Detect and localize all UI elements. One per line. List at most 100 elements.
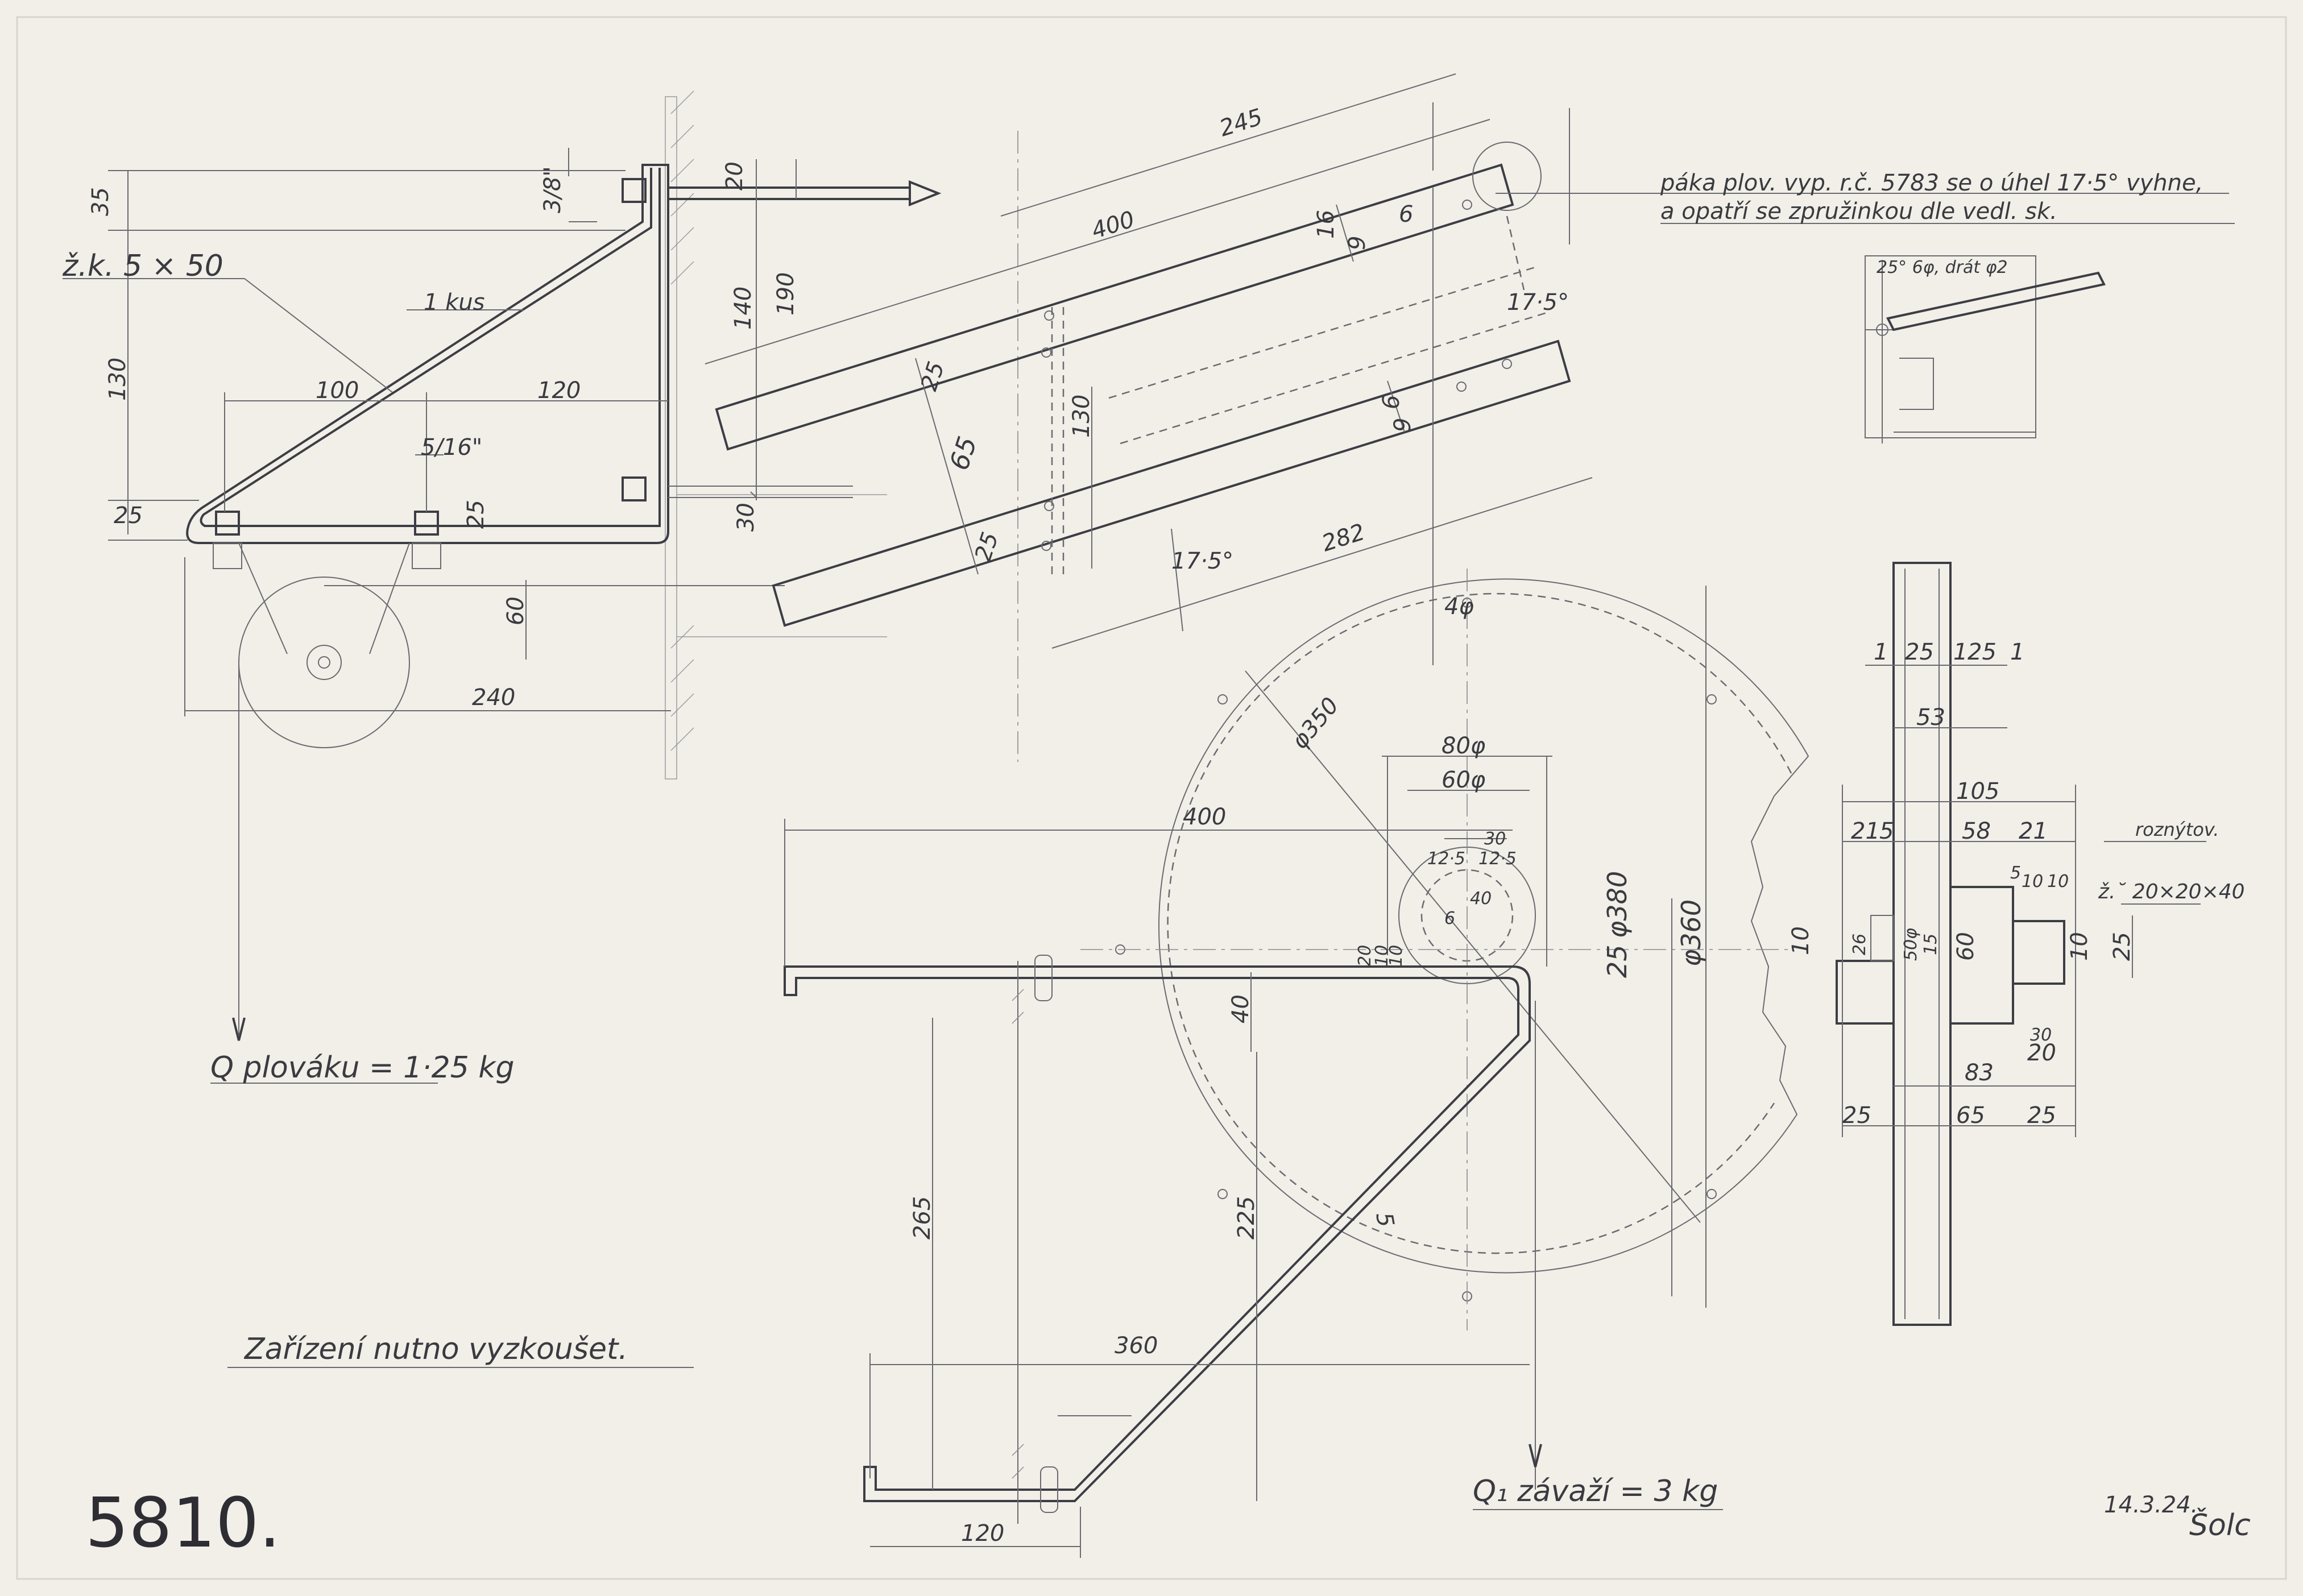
- dim-sec-25g: 25: [1842, 1102, 1871, 1129]
- angle-label: ž.˘ 20×20×40: [2098, 880, 2245, 903]
- bracket-inner-edge: [200, 168, 661, 527]
- dim-240: 240: [472, 685, 515, 711]
- rivet-3: [1044, 501, 1054, 511]
- dim-sec-21a: 21: [1851, 818, 1880, 844]
- section-collar: [2012, 920, 2065, 985]
- wheel-view: 4φ φ350 80φ 60φ 30 12·5 12·5 40 6 10 10 …: [1080, 569, 1809, 1330]
- dim-9-upper: 9: [1344, 236, 1370, 250]
- dim-6-hub: 6: [1444, 909, 1455, 928]
- rivet-4: [1041, 541, 1051, 551]
- dim-265: 265: [909, 1196, 935, 1240]
- rivet-label: roznýtov.: [2135, 819, 2219, 840]
- dim-25-bolt: 25: [463, 500, 489, 529]
- weight-load-note: Q₁ závaží = 3 kg: [1473, 1474, 1718, 1508]
- pulley-hub: [306, 645, 342, 680]
- dim-10-hub-a: 10: [1372, 945, 1392, 967]
- pulley-fork: [238, 542, 410, 654]
- bolt-nut-right: [412, 542, 441, 569]
- dim-400-arm: 400: [1183, 804, 1226, 830]
- dim-sec-25h: 25: [2027, 1102, 2056, 1129]
- dim-sec-25b: 25: [1968, 639, 1997, 665]
- float-arrow: [232, 1017, 246, 1041]
- lever-dimension-lines: [705, 73, 2229, 665]
- dim-sec-30: 30: [2030, 1025, 2052, 1045]
- bolt-right: [414, 511, 439, 536]
- pulley-axle: [318, 656, 330, 669]
- weight-arm-view: 400 40 265 225 5 360 120 Q₁ závaží = 3 k…: [784, 804, 1723, 1558]
- dim-sec-83: 83: [1965, 1060, 1994, 1086]
- dim-120: 120: [537, 378, 581, 404]
- dim-25-wheel: 25: [1602, 944, 1633, 978]
- dim-225: 225: [1233, 1196, 1260, 1240]
- wall-edge: [665, 96, 677, 780]
- rivet-5: [1462, 200, 1472, 210]
- dim-65-lever: 65: [943, 433, 983, 474]
- dim-20-hub: 20: [1355, 945, 1375, 967]
- dim-sec-60: 60: [1953, 932, 1979, 961]
- detail-pivot: [1876, 324, 1888, 336]
- dim-40-arm: 40: [1228, 994, 1254, 1023]
- sheet-border: [16, 16, 2287, 1580]
- weight-arrow: [1529, 1444, 1542, 1468]
- arm-dimension-lines: [784, 819, 1536, 1558]
- arm-clip-bottom: [1040, 1466, 1058, 1513]
- rivet-7: [1456, 382, 1467, 392]
- dim-30-hub: 30: [1484, 829, 1506, 849]
- section-hub-left: [1836, 960, 1895, 1025]
- dim-sec-1c: 1: [2010, 639, 2024, 665]
- dim-60: 60: [503, 596, 529, 625]
- bracket-plate: [186, 164, 669, 544]
- dim-9-lower: 9: [1390, 418, 1416, 432]
- dim-phi360: φ360: [1676, 899, 1706, 967]
- dim-12-5-b: 12·5: [1478, 849, 1517, 869]
- dim-130-lever: 130: [1068, 395, 1095, 438]
- weight-arm: [784, 965, 1531, 1502]
- bolt-left: [215, 511, 240, 536]
- dim-80phi: 80φ: [1442, 733, 1485, 759]
- dim-sec-10d: 10: [1788, 926, 1814, 955]
- dim-100: 100: [316, 378, 359, 404]
- wheel-section-view: 1 25 1 25 1 53 105 21 5 58 21 5 10 10 10…: [1788, 562, 2245, 1326]
- detail-sketch: páka plov. vyp. r.č. 5783 se o úhel 17·5…: [1660, 170, 2235, 443]
- dim-30: 30: [733, 503, 759, 532]
- dim-sec-15: 15: [1921, 934, 1941, 955]
- section-dimension-lines: [1842, 665, 2206, 1137]
- dim-sec-10b: 10: [2047, 872, 2069, 892]
- drawing-date: 14.3.24.: [2104, 1492, 2198, 1518]
- dim-17-5-upper: 17·5°: [1507, 289, 1569, 316]
- dim-sec-10a: 10: [2022, 872, 2043, 892]
- note-line-2: a opatří se zpružinkou dle vedl. sk.: [1660, 198, 2057, 225]
- section-pin-left: [1870, 915, 1894, 961]
- arm-wall-hatch: [1012, 989, 1024, 1479]
- dim-40-hub: 40: [1470, 889, 1492, 909]
- rivet-2: [1041, 347, 1051, 358]
- lever-hidden-bar: [1108, 266, 1547, 445]
- spring-hidden: [1506, 215, 1525, 291]
- dim-5-16: 5/16": [421, 434, 482, 461]
- detail-lever: [1886, 271, 2106, 331]
- rod-tip: [909, 180, 942, 206]
- dim-12-5-a: 12·5: [1427, 849, 1465, 869]
- dim-sec-21b: 21: [2019, 818, 2048, 844]
- bracket-dimension-lines: [63, 148, 797, 716]
- lower-bolt: [622, 476, 647, 501]
- detail-structure: [1865, 262, 2036, 443]
- dim-3-8: 3/8": [540, 166, 566, 213]
- dim-10-hub-b: 10: [1386, 945, 1406, 967]
- bolt-nut-left: [213, 542, 242, 569]
- dim-140: 140: [730, 287, 756, 330]
- dim-16: 16: [1313, 210, 1339, 239]
- wheel-rim-hidden: [1167, 592, 1792, 1254]
- lever-pivot: [1472, 142, 1542, 211]
- dim-sec-10c: 10: [2066, 932, 2093, 961]
- drawing-signature: Šolc: [2189, 1507, 2251, 1543]
- dim-60phi: 60φ: [1442, 767, 1485, 793]
- dim-sec-65: 65: [1956, 1102, 1985, 1129]
- dim-130: 130: [105, 358, 131, 401]
- dim-400-lever: 400: [1088, 206, 1138, 244]
- float-load-note: Q plováku = 1·25 kg: [210, 1051, 515, 1085]
- drawing-number: 5810.: [85, 1484, 281, 1563]
- dim-sec-5b: 5: [2010, 863, 2021, 883]
